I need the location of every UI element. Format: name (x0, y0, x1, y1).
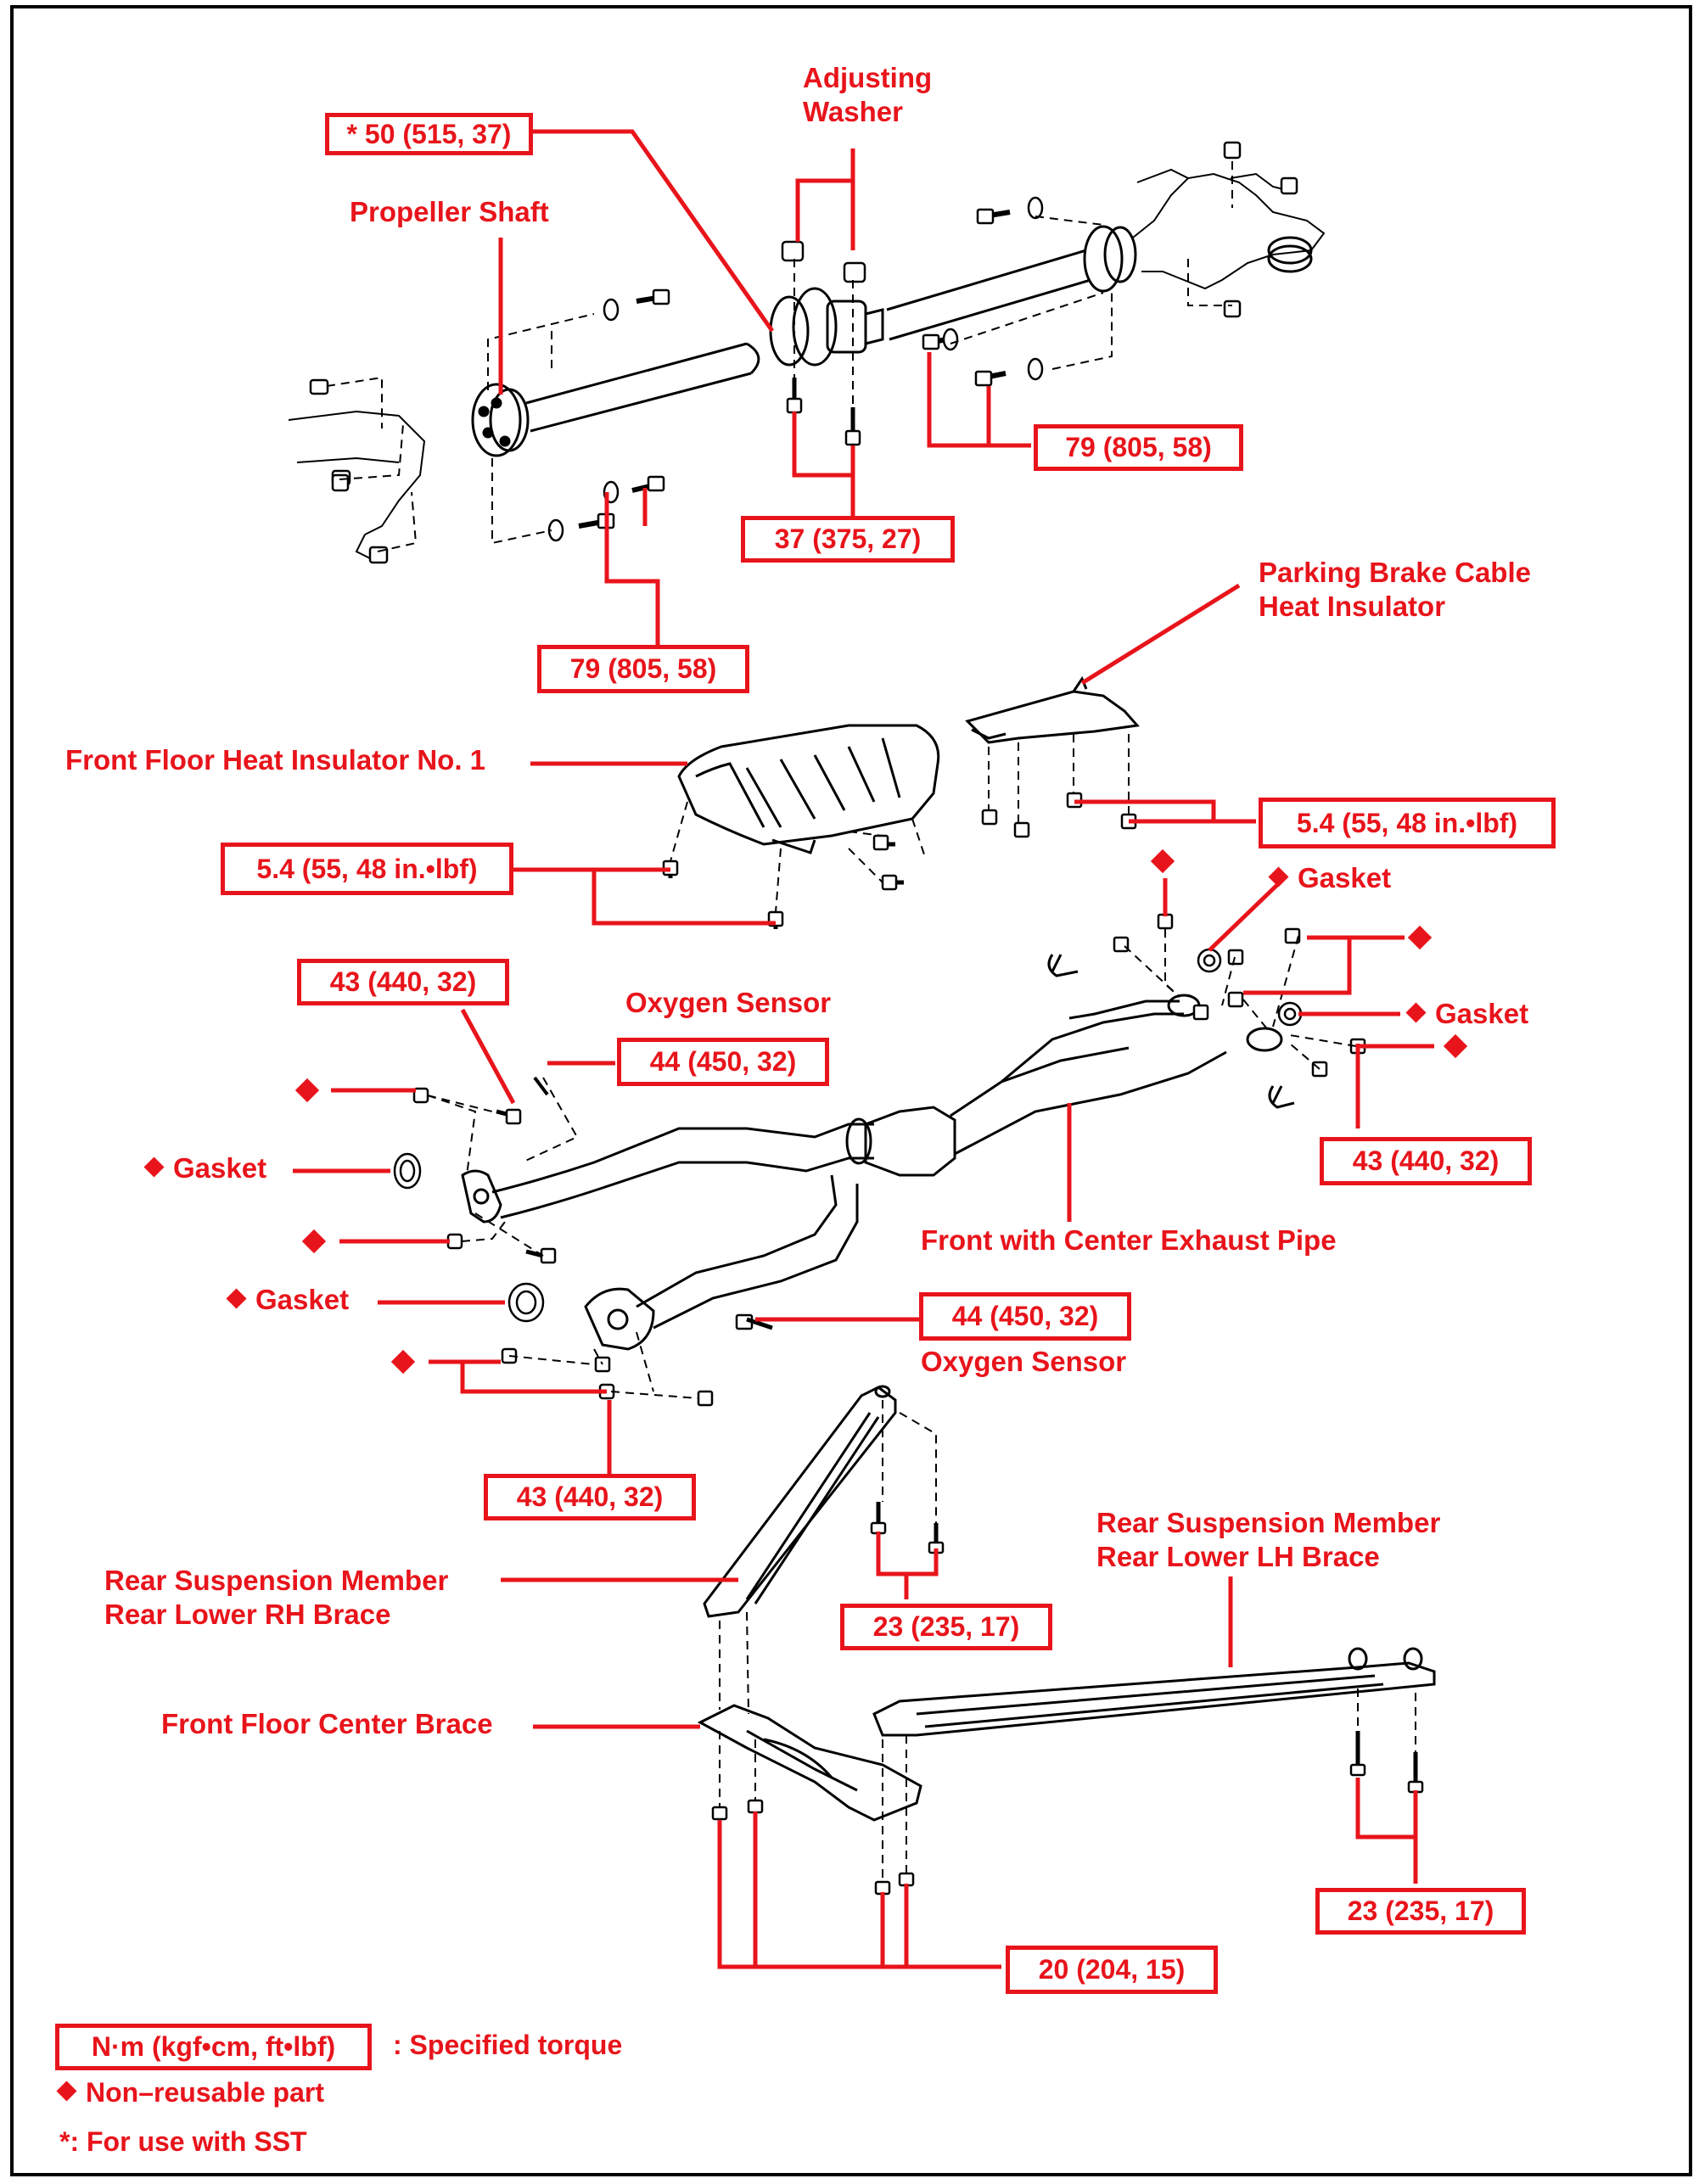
gasket-label-top-right: Gasket (1268, 861, 1392, 895)
legend-torque-unit-box: N·m (kgf•cm, ft•lbf) (55, 2024, 372, 2070)
front-floor-center-brace-label: Front Floor Center Brace (161, 1708, 493, 1739)
rear-rh-brace-line2: Rear Lower RH Brace (104, 1599, 391, 1630)
legend-non-reusable-text: Non–reusable part (86, 2077, 324, 2108)
non-reusable-diamond-icon (226, 1288, 247, 1309)
torque-box-5-4-left: 5.4 (55, 48 in.•lbf) (221, 843, 513, 895)
brace-drawings (697, 1385, 1436, 1822)
torque-box-20: 20 (204, 15) (1006, 1946, 1218, 1994)
page-border (10, 5, 1692, 2176)
propeller-shaft-label: Propeller Shaft (350, 196, 549, 227)
rear-lh-brace-label: Rear Suspension Member Rear Lower LH Bra… (1096, 1506, 1440, 1574)
propeller-fasteners (309, 141, 1298, 564)
torque-box-23-right: 23 (235, 17) (1315, 1888, 1526, 1935)
gasket-label-left: Gasket (143, 1151, 267, 1185)
torque-box-5-4-right: 5.4 (55, 48 in.•lbf) (1259, 798, 1556, 848)
torque-box-79-right: 79 (805, 58) (1034, 424, 1243, 471)
parking-brake-line2: Heat Insulator (1259, 591, 1446, 622)
rear-rh-brace-line1: Rear Suspension Member (104, 1565, 449, 1596)
gasket-label-lower-left: Gasket (226, 1283, 350, 1317)
rear-lh-brace-line1: Rear Suspension Member (1096, 1507, 1441, 1538)
torque-box-44-top: 44 (450, 32) (617, 1038, 829, 1086)
oxygen-sensor-top-label: Oxygen Sensor (625, 987, 832, 1018)
propeller-shaft-drawing (288, 168, 1326, 561)
adjusting-washer-line1: Adjusting (803, 62, 933, 93)
adjusting-washer-line2: Washer (803, 96, 903, 127)
brace-dashed-guides (719, 1400, 1416, 1882)
gasket-text: Gasket (1435, 998, 1529, 1029)
torque-box-43-top-left: 43 (440, 32) (297, 959, 509, 1005)
gasket-label-right: Gasket (1405, 997, 1529, 1031)
gasket-text: Gasket (255, 1284, 350, 1315)
exhaust-dashed-guides (427, 929, 1357, 1399)
parking-brake-cable-insulator-label: Parking Brake Cable Heat Insulator (1259, 556, 1531, 624)
oxygen-sensor-bottom-label: Oxygen Sensor (921, 1346, 1127, 1377)
non-reusable-diamond-icon (1268, 866, 1289, 888)
non-reusable-diamond-icon (56, 2080, 77, 2102)
non-reusable-diamond-icon (143, 1156, 165, 1178)
torque-box-23-mid: 23 (235, 17) (840, 1604, 1052, 1650)
legend-specified-torque: : Specified torque (393, 2030, 623, 2060)
non-reusable-diamond-icon (1405, 1002, 1427, 1023)
parking-brake-line1: Parking Brake Cable (1259, 557, 1531, 588)
legend-sst-note: *: For use with SST (59, 2126, 307, 2157)
torque-box-sst-50: * 50 (515, 37) (325, 113, 533, 155)
exhaust-fasteners (393, 913, 1366, 1407)
adjusting-washer-label: Adjusting Washer (803, 61, 932, 129)
torque-box-43-right: 43 (440, 32) (1320, 1137, 1532, 1185)
rear-lh-brace-line2: Rear Lower LH Brace (1096, 1541, 1380, 1572)
propeller-dashed-guides (326, 161, 1233, 552)
exhaust-pipe-drawing (461, 954, 1295, 1351)
torque-box-43-bottom: 43 (440, 32) (484, 1474, 696, 1520)
callout-leaders (293, 129, 1434, 1969)
legend-non-reusable: Non–reusable part (56, 2077, 324, 2108)
gasket-text: Gasket (1298, 862, 1392, 893)
front-center-exhaust-pipe-label: Front with Center Exhaust Pipe (921, 1224, 1337, 1256)
torque-box-79-left: 79 (805, 58) (537, 645, 749, 693)
rear-rh-brace-label: Rear Suspension Member Rear Lower RH Bra… (104, 1564, 448, 1632)
torque-box-44-bottom: 44 (450, 32) (919, 1292, 1131, 1341)
insulator-fasteners (662, 792, 1137, 929)
gasket-text: Gasket (173, 1152, 267, 1184)
heat-insulator-drawings (677, 675, 1140, 854)
insulator-dashed-guides (670, 734, 1130, 913)
torque-box-37: 37 (375, 27) (741, 516, 955, 563)
front-floor-heat-insulator-label: Front Floor Heat Insulator No. 1 (65, 744, 486, 776)
